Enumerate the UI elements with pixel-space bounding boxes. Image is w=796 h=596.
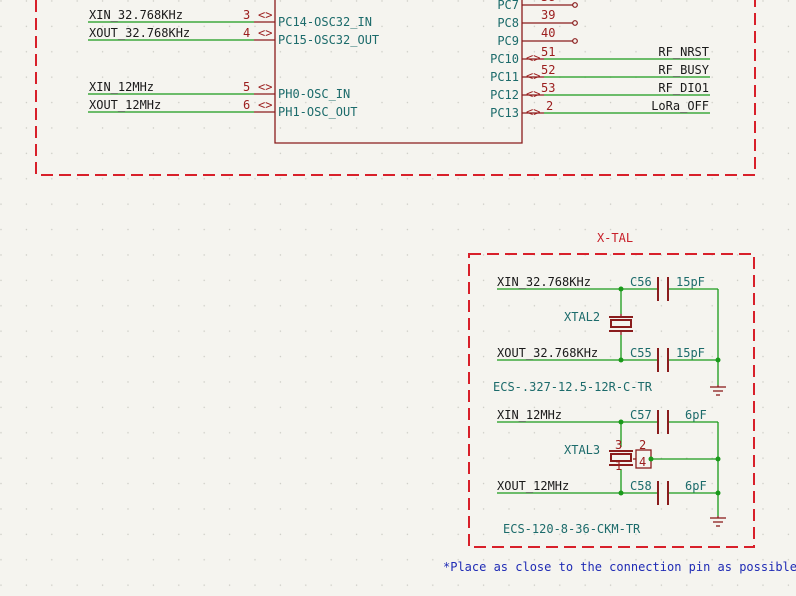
xtal3-out-net: XOUT_12MHz <box>497 479 569 493</box>
pin-number-3: 3 <box>243 8 250 22</box>
svg-text:<>: <> <box>258 80 272 94</box>
pin-number-38: 38 <box>541 0 555 4</box>
xtal-block-border <box>468 253 755 548</box>
net-label-rf-dio1: RF_DIO1 <box>658 81 709 95</box>
pin-number-2: 2 <box>546 99 553 113</box>
pin-name-pc8: PC8 <box>497 16 519 30</box>
pin-number-53: 53 <box>541 81 555 95</box>
pin-name-pc7: PC7 <box>497 0 519 12</box>
cap-c56-value: 15pF <box>676 275 705 289</box>
svg-text:<>: <> <box>526 105 540 119</box>
net-label-rf-busy: RF_BUSY <box>658 63 709 77</box>
pin-name-pc14: PC14-OSC32_IN <box>278 15 372 29</box>
cap-c57-value: 6pF <box>685 408 707 422</box>
mcu-block-border <box>35 0 756 176</box>
ground-icon-2 <box>710 516 726 527</box>
mcu-symbol-body <box>274 0 523 144</box>
right-pin-wires: <> <> <> <> <box>522 2 710 119</box>
pin-name-pc13: PC13 <box>490 106 519 120</box>
cap-c58-value: 6pF <box>685 479 707 493</box>
xtal2-part-number: ECS-.327-12.5-12R-C-TR <box>493 380 653 394</box>
ground-icon <box>710 385 726 396</box>
cap-c55-value: 15pF <box>676 346 705 360</box>
net-label-xout-32k: XOUT_32.768KHz <box>89 26 190 40</box>
svg-text:<>: <> <box>258 98 272 112</box>
xtal3-pin-4: 4 <box>639 455 646 469</box>
xtal3-circuit <box>497 410 721 516</box>
xtal2-ref: XTAL2 <box>564 310 600 324</box>
pin-name-pc10: PC10 <box>490 52 519 66</box>
net-label-xin-12m: XIN_12MHz <box>89 80 154 94</box>
svg-text:<>: <> <box>526 87 540 101</box>
xtal3-pin-1: 1 <box>615 459 622 473</box>
pin-number-51: 51 <box>541 45 555 59</box>
net-label-rf-nrst: RF_NRST <box>658 45 709 59</box>
pin-name-pc15: PC15-OSC32_OUT <box>278 33 379 47</box>
svg-text:<>: <> <box>258 8 272 22</box>
pin-name-pc11: PC11 <box>490 70 519 84</box>
xtal3-in-net: XIN_12MHz <box>497 408 562 422</box>
cap-c57-ref: C57 <box>630 408 652 422</box>
left-pin-wires: <> <> <> <> <box>88 8 275 113</box>
pin-number-6: 6 <box>243 98 250 112</box>
cap-c56-ref: C56 <box>630 275 652 289</box>
svg-text:<>: <> <box>258 26 272 40</box>
net-label-xin-32k: XIN_32.768KHz <box>89 8 183 22</box>
xtal2-out-net: XOUT_32.768KHz <box>497 346 598 360</box>
placement-note: *Place as close to the connection pin as… <box>443 560 796 574</box>
net-label-lora-off: LoRa_OFF <box>651 99 709 113</box>
pin-name-pc12: PC12 <box>490 88 519 102</box>
xtal3-ref: XTAL3 <box>564 443 600 457</box>
cap-c58-ref: C58 <box>630 479 652 493</box>
xtal3-pin-3: 3 <box>615 438 622 452</box>
cap-c55-ref: C55 <box>630 346 652 360</box>
xtal2-in-net: XIN_32.768KHz <box>497 275 591 289</box>
xtal2-circuit <box>497 277 721 385</box>
pin-name-pc9: PC9 <box>497 34 519 48</box>
pin-number-52: 52 <box>541 63 555 77</box>
xtal3-part-number: ECS-120-8-36-CKM-TR <box>503 522 641 536</box>
pin-number-40: 40 <box>541 26 555 40</box>
net-label-xout-12m: XOUT_12MHz <box>89 98 161 112</box>
svg-text:<>: <> <box>526 51 540 65</box>
xtal3-pin-2: 2 <box>639 438 646 452</box>
pin-name-ph0: PH0-OSC_IN <box>278 87 350 101</box>
pin-number-39: 39 <box>541 8 555 22</box>
pin-number-4: 4 <box>243 26 250 40</box>
pin-number-5: 5 <box>243 80 250 94</box>
pin-name-ph1: PH1-OSC_OUT <box>278 105 357 119</box>
svg-text:<>: <> <box>526 69 540 83</box>
xtal-block-title: X-TAL <box>597 231 633 245</box>
